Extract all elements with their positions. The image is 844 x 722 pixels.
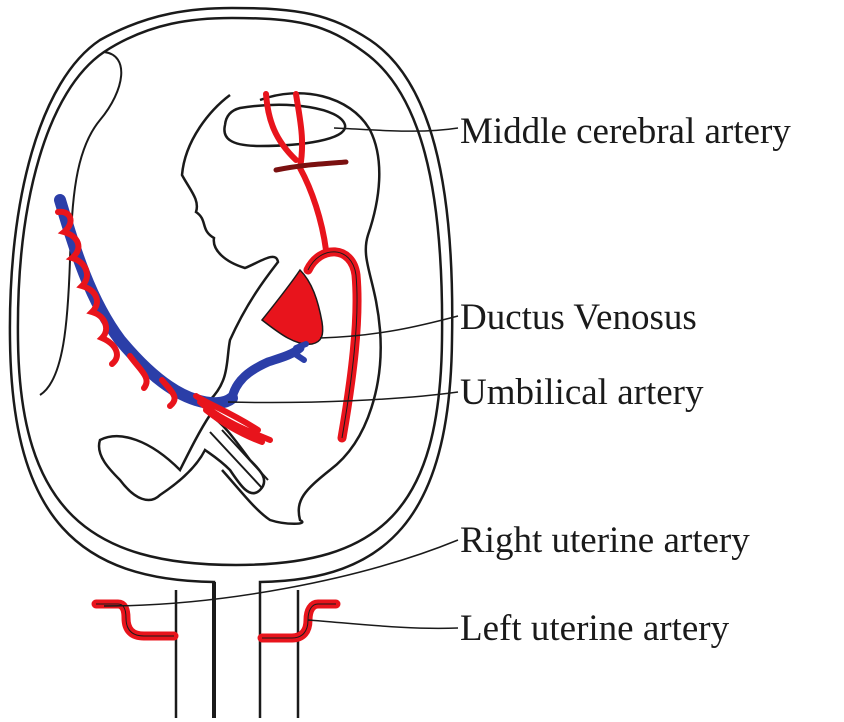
uterus-outer-wall [10, 8, 452, 718]
leader-middle-cerebral [334, 128, 458, 131]
fetal-heart [262, 270, 323, 344]
label-umbilical-artery: Umbilical artery [460, 374, 703, 411]
uterus-inner-wall [18, 18, 442, 565]
leader-ductus-venosus [320, 316, 458, 338]
umbilical-vein-fetal [232, 348, 300, 398]
umbilical-artery-twist-1 [58, 212, 117, 364]
brain-outline [224, 105, 345, 146]
right-uterine-artery [96, 604, 174, 636]
label-left-uterine-artery: Left uterine artery [460, 610, 729, 647]
leader-right-uterine [104, 540, 458, 606]
leader-umbilical [228, 392, 458, 403]
cerebral-cross-vessel [276, 162, 346, 170]
label-ductus-venosus: Ductus Venosus [460, 299, 697, 336]
aortic-arch [308, 252, 357, 438]
leader-left-uterine [308, 620, 458, 628]
label-middle-cerebral-artery: Middle cerebral artery [460, 113, 791, 150]
label-right-uterine-artery: Right uterine artery [460, 522, 750, 559]
